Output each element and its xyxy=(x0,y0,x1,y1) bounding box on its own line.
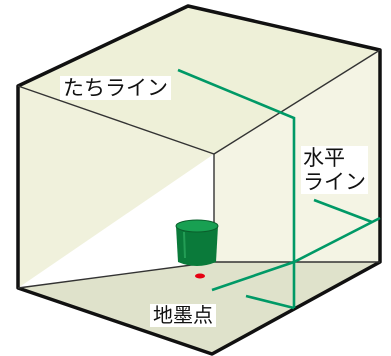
inner-edge-right xyxy=(213,49,381,155)
horizontal-line-label-top: 水平 xyxy=(301,146,368,171)
floor-laser-line xyxy=(245,294,295,310)
horizontal-line-label-bottom: ライン xyxy=(301,170,368,195)
horizontal-laser-segment-upper xyxy=(313,198,373,224)
inner-edge-floor-left xyxy=(17,261,215,289)
horizontal-line-label: 水平 ライン xyxy=(298,146,371,195)
horizontal-laser-line xyxy=(211,216,381,292)
ground-point-label: 地墨点 xyxy=(150,304,216,327)
vertical-line-label: たちライン xyxy=(60,76,171,101)
laser-device xyxy=(175,219,219,266)
vertical-laser-line xyxy=(177,68,296,308)
inner-edge-top xyxy=(17,85,215,155)
ground-point-dot xyxy=(195,273,205,279)
